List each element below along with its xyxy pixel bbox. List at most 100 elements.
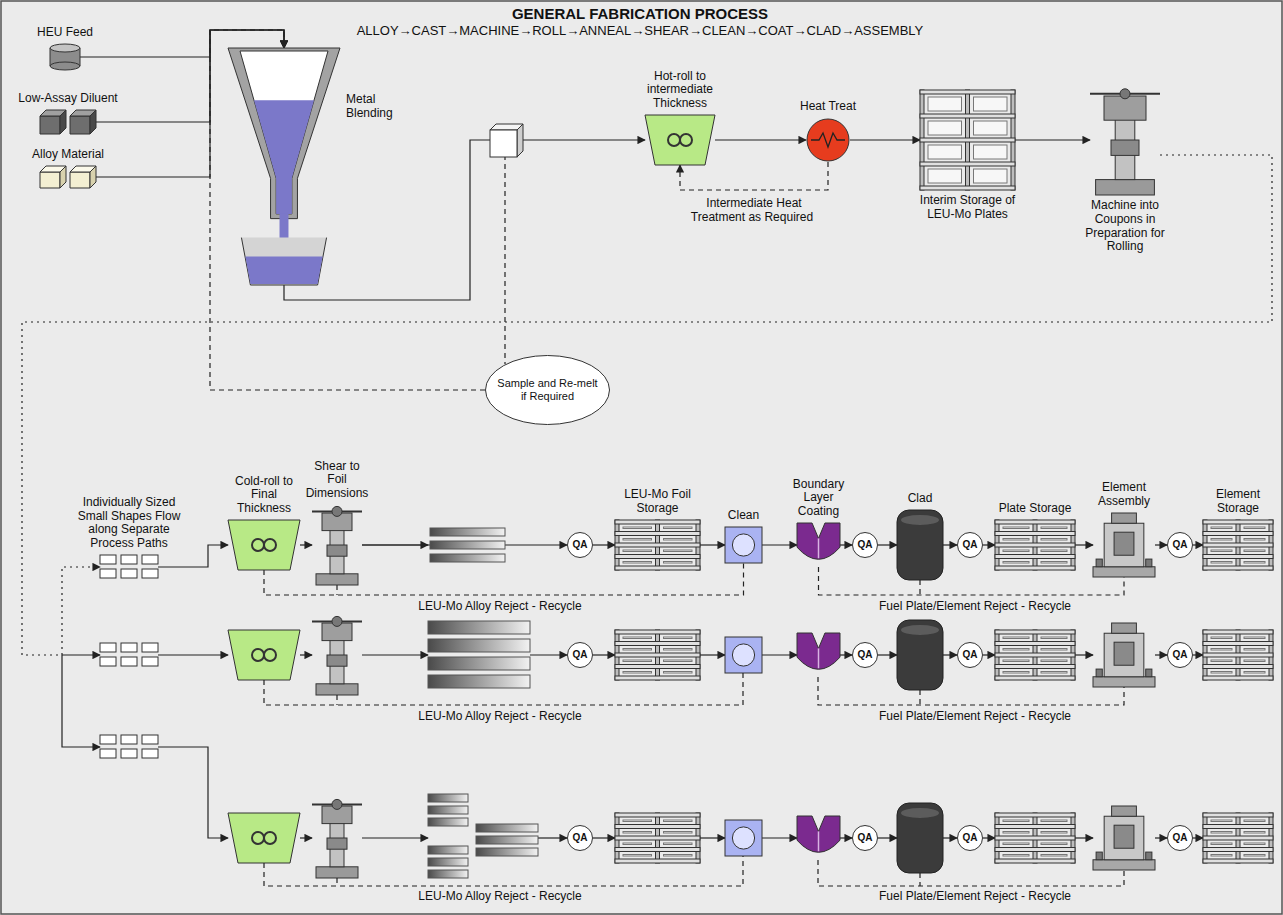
icon-part bbox=[1096, 669, 1102, 677]
qa-checkpoint: QA bbox=[1167, 532, 1193, 558]
icon-part bbox=[645, 115, 715, 165]
icon-part bbox=[974, 97, 1008, 111]
foil bbox=[430, 528, 505, 536]
icon-part bbox=[121, 657, 137, 666]
wire bbox=[1075, 837, 1093, 838]
flow-arrow bbox=[762, 544, 797, 545]
wire bbox=[1155, 654, 1167, 655]
icon-part bbox=[615, 676, 700, 680]
node-label: HEU Feed bbox=[20, 26, 110, 40]
flow-arrow bbox=[700, 544, 725, 545]
recycle-connector bbox=[210, 30, 485, 390]
icon-part bbox=[40, 172, 60, 188]
icon-part bbox=[60, 166, 66, 188]
edge-label-box: Fuel Plate/Element Reject - Recycle bbox=[845, 600, 1105, 614]
icon-part bbox=[1168, 826, 1193, 851]
icon-part bbox=[818, 538, 820, 558]
icon-part bbox=[668, 134, 680, 146]
text-block: QA bbox=[858, 649, 873, 661]
recycle-label: Fuel Plate/Element Reject - Recycle bbox=[877, 709, 1073, 723]
text-block: Sample and Re-melt if Required bbox=[497, 377, 598, 402]
wire bbox=[818, 677, 1124, 705]
icon-part bbox=[1211, 843, 1232, 845]
icon-part bbox=[490, 130, 517, 157]
text-block: QA bbox=[1173, 832, 1188, 844]
process-row bbox=[228, 799, 1273, 886]
icon-part bbox=[995, 630, 1075, 634]
qa-checkpoint: QA bbox=[1167, 642, 1193, 668]
qa-checkpoint: QA bbox=[852, 532, 878, 558]
icon-part bbox=[623, 539, 652, 541]
icon-part bbox=[615, 555, 700, 559]
wire bbox=[943, 654, 957, 655]
icon-part bbox=[1244, 820, 1265, 822]
label-box: LEU-Mo Alloy Reject - Recycle bbox=[370, 890, 630, 904]
node-label: Low-Assay Diluent bbox=[8, 92, 128, 106]
icon-part bbox=[1114, 532, 1134, 555]
flow-arrow bbox=[1075, 544, 1093, 545]
icon-part bbox=[901, 625, 939, 635]
text-block: Heat Treat bbox=[788, 100, 868, 114]
icon-part bbox=[245, 257, 322, 284]
wire bbox=[919, 690, 920, 705]
icon-part bbox=[1041, 832, 1067, 834]
feed-canister: HEU Feed bbox=[50, 44, 80, 70]
alloy-ingot: Alloy Material bbox=[40, 166, 96, 188]
icon-part bbox=[1003, 550, 1029, 552]
wire bbox=[336, 695, 337, 705]
label-box: ALLOY→CAST→MACHINE→ROLL→ANNEAL→SHEAR→CLE… bbox=[240, 24, 1040, 39]
icon-part bbox=[623, 649, 652, 651]
edge-label-box: LEU-Mo Alloy Reject - Recycle bbox=[370, 600, 630, 614]
icon-part bbox=[50, 62, 80, 70]
icon-part bbox=[995, 520, 1075, 524]
icon-part bbox=[664, 672, 693, 674]
label-box: LEU-Mo Alloy Reject - Recycle bbox=[370, 710, 630, 724]
label-box: Fuel Plate/Element Reject - Recycle bbox=[845, 710, 1105, 724]
node-outline bbox=[920, 90, 1015, 190]
icon-part bbox=[121, 749, 137, 758]
icon-part bbox=[70, 172, 90, 188]
text-block: HEU Feed bbox=[20, 26, 110, 40]
icon-part bbox=[1244, 855, 1265, 857]
wire bbox=[878, 654, 897, 655]
wire bbox=[1193, 654, 1203, 655]
icon-part bbox=[928, 145, 962, 159]
flow-arrow bbox=[943, 544, 957, 545]
icon-part bbox=[1041, 820, 1067, 822]
text-block: QA bbox=[963, 539, 978, 551]
wire bbox=[919, 873, 920, 886]
machining-station: Shear to Foil Dimensions bbox=[312, 505, 362, 585]
icon-part bbox=[1114, 642, 1134, 665]
icon-part bbox=[1244, 672, 1265, 674]
icon-part bbox=[623, 637, 652, 639]
text-block: Plate Storage bbox=[990, 502, 1080, 516]
text-block: Metal Blending bbox=[346, 93, 418, 121]
node-label: Heat Treat bbox=[788, 100, 868, 114]
edge-label-box: Intermediate Heat Treatment as Required bbox=[678, 197, 828, 225]
icon-part bbox=[1041, 843, 1067, 845]
cleaning-station bbox=[725, 820, 762, 856]
machining-station: Machine into Coupons in Preparation for … bbox=[1090, 85, 1160, 195]
icon-part bbox=[1003, 660, 1029, 662]
rolling-mill bbox=[228, 813, 300, 863]
icon-part bbox=[623, 527, 652, 529]
icon-part bbox=[1203, 836, 1273, 840]
node-label: Clean bbox=[719, 509, 769, 523]
icon-part bbox=[1211, 637, 1232, 639]
foil bbox=[428, 870, 468, 878]
foil bbox=[428, 846, 468, 854]
process-sequence: ALLOY→CAST→MACHINE→ROLL→ANNEAL→SHEAR→CLE… bbox=[355, 23, 926, 38]
node-label: Sample and Re-melt if Required bbox=[497, 377, 598, 402]
flow-arrow bbox=[715, 139, 806, 140]
flow-arrow bbox=[840, 544, 852, 545]
foil bbox=[476, 836, 538, 844]
icon-part bbox=[1104, 633, 1144, 677]
icon-part bbox=[1244, 832, 1265, 834]
icon-part bbox=[1111, 140, 1139, 155]
icon-part bbox=[316, 684, 358, 695]
icon-part bbox=[920, 138, 1015, 142]
icon-part bbox=[664, 562, 693, 564]
node-label: QA bbox=[1173, 649, 1188, 661]
